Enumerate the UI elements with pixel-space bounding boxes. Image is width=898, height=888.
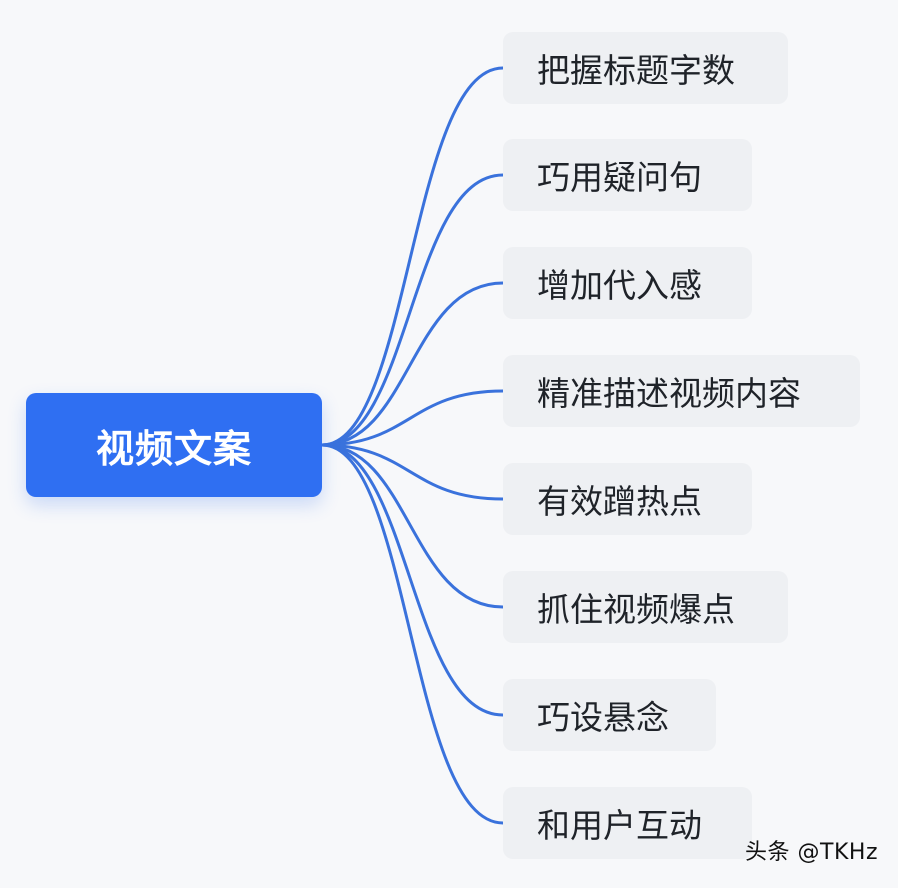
connector-line-6 bbox=[321, 443, 504, 609]
child-node-4-label: 精准描述视频内容 bbox=[537, 374, 801, 413]
root-node-label: 视频文案 bbox=[95, 426, 252, 471]
child-node-3-label: 增加代入感 bbox=[537, 266, 702, 305]
child-node-2[interactable]: 巧用疑问句 bbox=[503, 139, 752, 211]
child-node-8-label: 和用户互动 bbox=[537, 806, 702, 845]
child-node-8[interactable]: 和用户互动 bbox=[503, 787, 752, 859]
child-node-7-label: 巧设悬念 bbox=[537, 698, 669, 737]
child-node-2-label: 巧用疑问句 bbox=[537, 158, 702, 197]
child-node-6[interactable]: 抓住视频爆点 bbox=[503, 571, 788, 643]
child-node-4[interactable]: 精准描述视频内容 bbox=[503, 355, 860, 427]
child-node-7[interactable]: 巧设悬念 bbox=[503, 679, 716, 751]
root-node[interactable]: 视频文案 bbox=[26, 393, 322, 497]
child-node-5[interactable]: 有效蹭热点 bbox=[503, 463, 752, 535]
connector-line-4 bbox=[321, 389, 504, 447]
connector-line-7 bbox=[321, 443, 504, 717]
connector-line-3 bbox=[321, 281, 504, 447]
watermark-text: 头条 @TKHz bbox=[745, 840, 878, 865]
connector-line-8 bbox=[321, 443, 504, 825]
connector-line-2 bbox=[321, 173, 504, 447]
child-node-1[interactable]: 把握标题字数 bbox=[503, 32, 788, 104]
child-node-6-label: 抓住视频爆点 bbox=[537, 590, 735, 629]
connector-line-1 bbox=[321, 66, 504, 447]
child-node-1-label: 把握标题字数 bbox=[537, 51, 735, 90]
child-node-5-label: 有效蹭热点 bbox=[537, 482, 702, 521]
child-node-3[interactable]: 增加代入感 bbox=[503, 247, 752, 319]
connector-line-5 bbox=[321, 443, 504, 501]
